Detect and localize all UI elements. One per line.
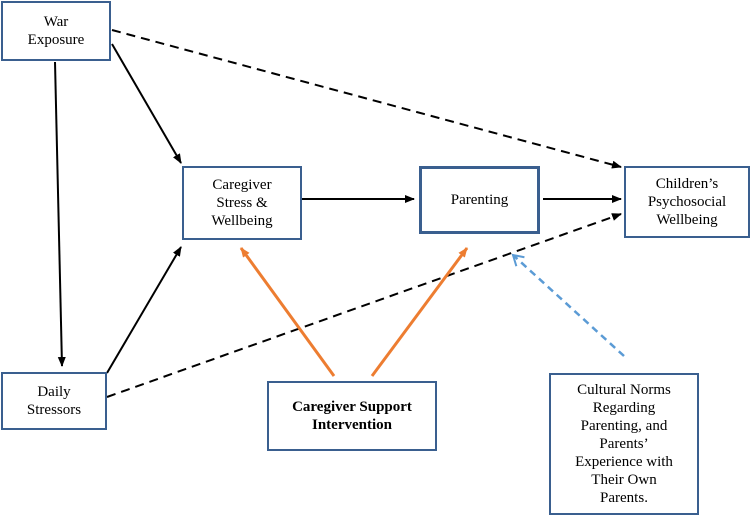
node-war-exposure: War Exposure [1, 1, 111, 61]
edge-daily-to-children-dashed [106, 213, 622, 398]
edge-cultural-to-parenting [511, 253, 625, 357]
edge-daily-to-caregiver [106, 246, 182, 374]
node-caregiver-support-label: Caregiver Support Intervention [292, 399, 412, 433]
node-parenting-label: Parenting [450, 192, 509, 208]
edge-war-to-children-dashed [111, 29, 622, 169]
node-childrens-wellbeing: Children’s Psychosocial Wellbeing [624, 166, 750, 238]
node-caregiver-stress: Caregiver Stress & Wellbeing [182, 166, 302, 240]
node-daily-stressors-label: Daily Stressors [26, 384, 82, 418]
node-caregiver-support: Caregiver Support Intervention [267, 381, 437, 451]
edge-war-to-caregiver [111, 43, 182, 164]
node-war-exposure-label: War Exposure [27, 14, 85, 48]
edge-war-to-daily [54, 61, 66, 367]
node-childrens-wellbeing-label: Children’s Psychosocial Wellbeing [647, 176, 727, 228]
node-caregiver-stress-label: Caregiver Stress & Wellbeing [211, 177, 273, 229]
node-cultural-norms: Cultural Norms Regarding Parenting, and … [549, 373, 699, 515]
node-daily-stressors: Daily Stressors [1, 372, 107, 430]
node-cultural-norms-label: Cultural Norms Regarding Parenting, and … [575, 382, 673, 506]
node-parenting: Parenting [419, 166, 540, 234]
edge-support-to-caregiver [239, 247, 336, 377]
edge-support-to-parenting [370, 247, 469, 377]
